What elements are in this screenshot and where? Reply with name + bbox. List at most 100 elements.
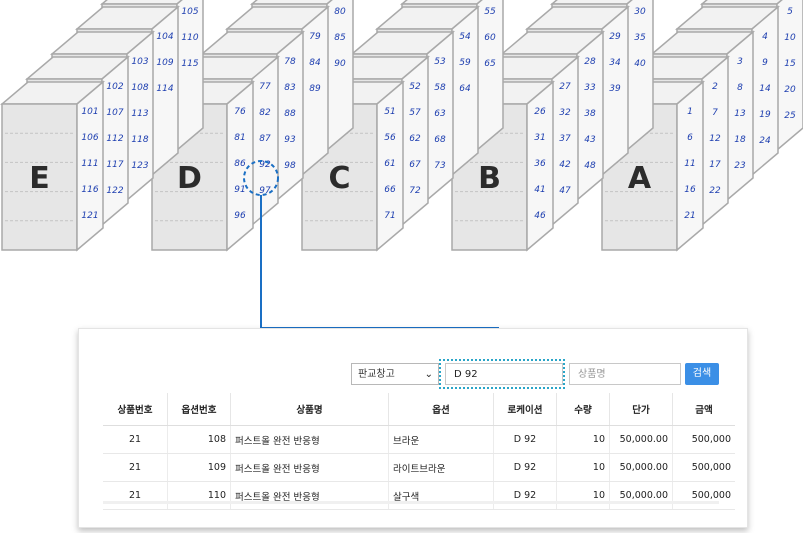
table-row[interactable]: 21 108 퍼스트올 완전 반응형 브라운 D 92 10 50,000.00… [103, 425, 735, 454]
cell-number: 72 [409, 186, 421, 196]
cell-option: 브라운 [388, 425, 494, 454]
cell-number: 115 [181, 59, 198, 69]
cell-number: 114 [156, 84, 173, 94]
cell-number: 105 [181, 7, 198, 17]
cell-location: D 92 [493, 425, 557, 454]
cell-number: 41 [534, 185, 545, 195]
cell-number: 3 [737, 57, 743, 67]
cell-number: 121 [81, 211, 98, 221]
cell-number: 123 [131, 161, 148, 171]
cell-product-name: 퍼스트올 완전 반응형 [230, 425, 389, 454]
cell-number: 43 [584, 135, 596, 145]
cell-number: 7 [712, 108, 718, 118]
shelf-side-face [676, 80, 704, 252]
cell-number: 61 [384, 159, 395, 169]
header-amount: 금액 [672, 393, 735, 426]
cell-number: 22 [709, 186, 721, 196]
cell-number: 26 [534, 107, 546, 117]
cell-location: D 92 [493, 453, 557, 482]
cell-number: 65 [484, 59, 496, 69]
header-unit-price: 단가 [609, 393, 673, 426]
shelf-letter: A [628, 161, 652, 196]
cell-number: 92 [259, 160, 271, 170]
cell-number: 89 [309, 84, 321, 94]
cell-number: 62 [409, 134, 421, 144]
table-row[interactable]: 21 110 퍼스트올 완전 반응형 살구색 D 92 10 50,000.00… [103, 481, 735, 510]
cell-number: 4 [762, 32, 768, 42]
cell-number: 113 [131, 109, 148, 119]
location-input-highlight [439, 359, 565, 389]
cell-number: 5 [787, 7, 793, 17]
shelf-e: 1051101151041091141031081131181231021071… [0, 0, 204, 252]
location-input[interactable]: D 92 [445, 363, 563, 385]
cell-number: 96 [234, 211, 246, 221]
cell-number: 59 [459, 58, 471, 68]
cell-number: 107 [106, 108, 123, 118]
cell-number: 101 [81, 107, 98, 117]
cell-number: 81 [234, 133, 245, 143]
cell-amount: 500,000 [672, 481, 735, 510]
cell-number: 27 [559, 82, 571, 92]
warehouse-select-value: 판교창고 [358, 369, 395, 380]
header-option: 옵션 [388, 393, 494, 426]
cell-number: 21 [684, 211, 695, 221]
table-row[interactable]: 21 109 퍼스트올 완전 반응형 라이트브라운 D 92 10 50,000… [103, 453, 735, 482]
cell-number: 25 [784, 111, 796, 121]
cell-number: 11 [684, 159, 695, 169]
cell-number: 66 [384, 185, 396, 195]
cell-number: 18 [734, 135, 746, 145]
cell-number: 56 [384, 133, 396, 143]
cell-number: 1 [687, 107, 693, 117]
table-scroll-track[interactable] [103, 501, 719, 504]
cell-number: 36 [534, 159, 546, 169]
cell-number: 54 [459, 32, 471, 42]
cell-product-name: 퍼스트올 완전 반응형 [230, 453, 389, 482]
cell-amount: 500,000 [672, 453, 735, 482]
cell-number: 77 [259, 82, 271, 92]
cell-number: 104 [156, 32, 173, 42]
cell-number: 90 [334, 59, 346, 69]
cell-product-name: 퍼스트올 완전 반응형 [230, 481, 389, 510]
cell-unit-price: 50,000.00 [609, 453, 673, 482]
cell-number: 35 [634, 33, 646, 43]
cell-number: 19 [759, 110, 771, 120]
shelf-letter: E [29, 161, 50, 196]
cell-number: 55 [484, 7, 496, 17]
cell-number: 39 [609, 84, 621, 94]
search-button[interactable]: 검색 [685, 363, 719, 385]
cell-number: 23 [734, 161, 746, 171]
header-quantity: 수량 [556, 393, 610, 426]
cell-number: 29 [609, 32, 621, 42]
cell-number: 106 [81, 133, 98, 143]
cell-number: 83 [284, 83, 296, 93]
cell-number: 73 [434, 161, 446, 171]
header-option-no: 옵션번호 [167, 393, 231, 426]
cell-number: 79 [309, 32, 321, 42]
cell-number: 80 [334, 7, 346, 17]
product-name-input[interactable]: 상품명 [569, 363, 681, 385]
cell-number: 110 [181, 33, 198, 43]
cell-product-no: 21 [103, 481, 168, 510]
cell-number: 76 [234, 107, 246, 117]
cell-number: 108 [131, 83, 148, 93]
cell-product-no: 21 [103, 425, 168, 454]
cell-number: 38 [584, 109, 596, 119]
cell-number: 67 [409, 160, 421, 170]
cell-number: 85 [334, 33, 346, 43]
shelf-side-face [626, 0, 654, 152]
cell-number: 87 [259, 134, 271, 144]
cell-number: 16 [684, 185, 696, 195]
cell-option: 살구색 [388, 481, 494, 510]
chevron-down-icon: ⌄ [424, 369, 433, 380]
cell-unit-price: 50,000.00 [609, 425, 673, 454]
shelf-letter: B [478, 161, 501, 196]
cell-number: 47 [559, 186, 571, 196]
cell-number: 17 [709, 160, 721, 170]
shelf-side-face [326, 0, 354, 152]
warehouse-select[interactable]: 판교창고 ⌄ [351, 363, 439, 385]
cell-number: 6 [687, 133, 693, 143]
warehouse-shelves-diagram: 5101520254914192438131823271217221611162… [0, 0, 803, 252]
cell-number: 34 [609, 58, 621, 68]
cell-number: 112 [106, 134, 123, 144]
cell-number: 51 [384, 107, 395, 117]
